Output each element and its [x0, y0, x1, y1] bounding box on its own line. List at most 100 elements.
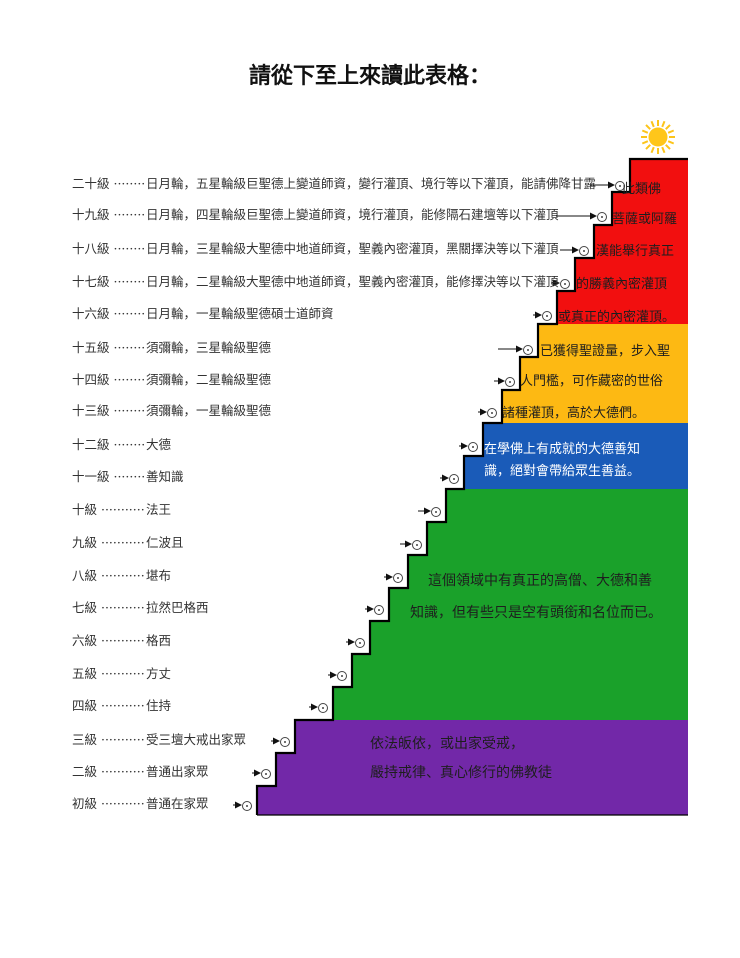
- arrowhead: [311, 703, 318, 711]
- level-label: 七級 ···········: [72, 600, 145, 615]
- circled-dot-icon: [542, 311, 552, 321]
- circled-dot-icon: [355, 638, 365, 648]
- arrowhead: [273, 737, 280, 745]
- green-line-1: 這個領域中有真正的高僧、大德和善: [428, 573, 652, 589]
- red-block: [557, 159, 688, 324]
- circled-dot-icon: [280, 737, 290, 747]
- sun-ray: [667, 140, 675, 145]
- arrowhead: [498, 377, 505, 385]
- level-label: 十五級 ········: [72, 340, 146, 355]
- level-label: 四級 ···········: [72, 698, 145, 713]
- sun-ray: [650, 146, 655, 154]
- arrowhead: [348, 638, 355, 646]
- level-label: 五級 ···········: [72, 666, 145, 681]
- level-label: 八級 ···········: [72, 568, 145, 583]
- red-line-5: 或真正的內密灌頂。: [558, 310, 676, 325]
- circled-dot-icon: [560, 279, 570, 289]
- level-label: 十八級 ········: [72, 241, 146, 256]
- green-line-2: 知識，但有些只是空有頭銜和名位而已。: [410, 605, 662, 621]
- level-label: 十一級 ········: [72, 469, 146, 484]
- level-label: 九級 ···········: [72, 535, 145, 550]
- circled-dot-icon: [579, 246, 589, 256]
- level-description: 仁波且: [146, 535, 184, 550]
- level-description: 日月輪，三星輪級大聖德中地道師資，聖義內密灌頂，黑關擇決等以下灌頂: [146, 241, 559, 256]
- level-description: 普通出家眾: [146, 764, 209, 779]
- level-description: 善知識: [146, 469, 184, 484]
- level-label: 二十級 ········: [72, 176, 146, 191]
- arrowhead: [235, 801, 242, 809]
- sun-ray: [661, 120, 666, 128]
- circled-dot-icon: [337, 671, 347, 681]
- sun-ray: [667, 129, 675, 134]
- arrowhead: [461, 442, 468, 450]
- blue-block: [464, 423, 688, 489]
- arrowhead: [572, 246, 579, 254]
- green-block: [333, 489, 688, 720]
- level-description: 日月輪，五星輪級巨聖德上變道師資，變行灌頂、境行等以下灌頂，能請佛降甘露: [146, 176, 597, 191]
- sun-ray: [661, 146, 666, 154]
- circled-dot-icon: [523, 345, 533, 355]
- level-label: 十二級 ········: [72, 437, 146, 452]
- level-description: 格西: [146, 633, 172, 648]
- level-label: 二級 ···········: [72, 764, 145, 779]
- level-description: 日月輪，一星輪級聖德碩士道師資: [146, 306, 334, 321]
- sun-disc: [648, 127, 668, 147]
- orange-line-1: 已獲得聖證量，步入聖: [540, 344, 671, 359]
- stair-outline: [255, 157, 688, 815]
- red-line-1: 此類佛: [622, 182, 662, 197]
- arrowhead: [535, 311, 542, 319]
- sun-icon: [641, 120, 675, 154]
- arrowhead: [590, 212, 597, 220]
- circled-dot-icon: [468, 442, 478, 452]
- sun-ray: [665, 124, 671, 130]
- arrowhead: [386, 573, 393, 581]
- arrowhead: [367, 605, 374, 613]
- orange-line-2: 人門檻，可作藏密的世俗: [520, 374, 664, 389]
- level-label: 初級 ···········: [72, 796, 145, 811]
- sun-ray: [645, 144, 651, 150]
- circled-dot-icon: [412, 540, 422, 550]
- level-description: 法王: [146, 502, 172, 517]
- sun-ray: [641, 140, 649, 145]
- circled-dot-icon: [487, 408, 497, 418]
- level-description: 堪布: [146, 568, 172, 583]
- level-description: 方丈: [146, 666, 172, 681]
- sun-ray: [641, 129, 649, 134]
- level-description: 受三壇大戒出家眾: [146, 732, 247, 747]
- circled-dot-icon: [615, 181, 625, 191]
- level-description: 拉然巴格西: [146, 600, 209, 615]
- arrowhead: [480, 408, 487, 416]
- level-description: 普通在家眾: [146, 796, 209, 811]
- arrowhead: [553, 279, 560, 287]
- level-description: 須彌輪，一星輪級聖德: [146, 403, 272, 418]
- circled-dot-icon: [505, 377, 515, 387]
- orange-block: [502, 324, 688, 423]
- level-description: 住持: [146, 698, 172, 713]
- sun-ray: [650, 120, 655, 128]
- arrowhead: [442, 474, 449, 482]
- red-line-3: 漢能舉行真正: [596, 244, 675, 259]
- sun-ray: [665, 144, 671, 150]
- level-label: 十六級 ········: [72, 306, 146, 321]
- level-label: 十九級 ········: [72, 207, 146, 222]
- blue-line-2: 識，絕對會帶給眾生善益。: [484, 464, 641, 479]
- circled-dot-icon: [242, 801, 252, 811]
- purple-block: [257, 720, 688, 815]
- red-line-4: 的勝義內密灌頂: [576, 277, 668, 292]
- red-line-2: 菩薩或阿羅: [612, 212, 678, 227]
- orange-line-3: 諸種灌頂，高於大德們。: [502, 406, 646, 421]
- level-label: 十七級 ········: [72, 274, 146, 289]
- arrowhead: [405, 540, 412, 548]
- circled-dot-icon: [261, 769, 271, 779]
- level-label: 十三級 ········: [72, 403, 146, 418]
- purple-line-2: 嚴持戒律、真心修行的佛教徒: [370, 765, 552, 781]
- arrowhead: [516, 345, 523, 353]
- page-title: 請從下至上來讀此表格：: [248, 63, 491, 89]
- arrowhead: [330, 671, 337, 679]
- level-label: 三級 ···········: [72, 732, 145, 747]
- level-description: 日月輪，四星輪級巨聖德上變道師資，境行灌頂，能修隔石建壇等以下灌頂: [146, 207, 559, 222]
- purple-line-1: 依法皈依，或出家受戒，: [370, 736, 524, 752]
- level-description: 大德: [146, 437, 172, 452]
- level-label: 六級 ···········: [72, 633, 145, 648]
